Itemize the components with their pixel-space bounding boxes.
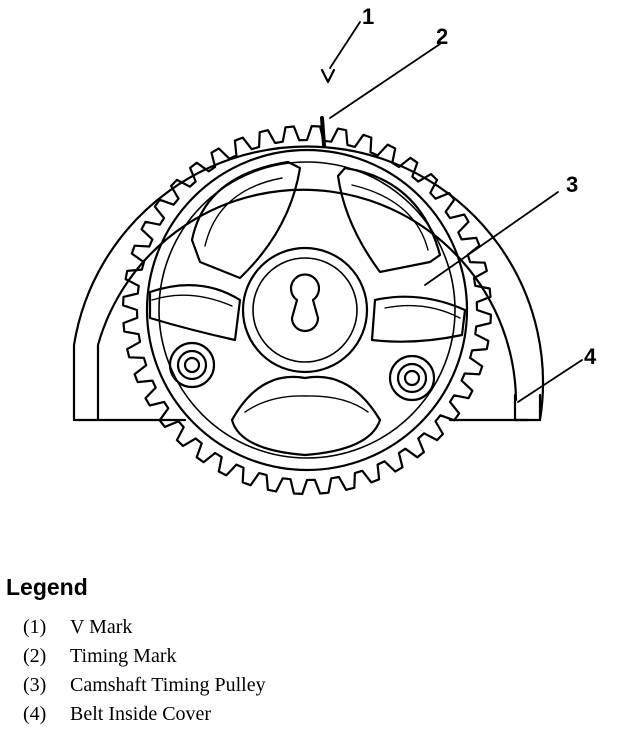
legend-item-number: (1) bbox=[23, 616, 47, 638]
pulley-hub bbox=[241, 246, 369, 374]
bolt-right bbox=[388, 354, 436, 402]
legend-item-number: (4) bbox=[23, 703, 47, 725]
legend-item-label: Camshaft Timing Pulley bbox=[70, 674, 266, 696]
timing-mark bbox=[320, 116, 326, 147]
legend-item-number: (3) bbox=[23, 674, 47, 696]
camshaft-pulley-diagram: 1 2 3 4 bbox=[72, 4, 597, 495]
pulley-openings bbox=[148, 160, 467, 457]
legend-item: (2) Timing Mark bbox=[23, 642, 626, 671]
legend-item-label: Belt Inside Cover bbox=[70, 703, 212, 725]
legend-item-label: V Mark bbox=[70, 616, 133, 638]
legend-item-number: (2) bbox=[23, 645, 47, 667]
legend-item-label: Timing Mark bbox=[70, 645, 177, 667]
leader-lines bbox=[329, 21, 583, 403]
legend-title: Legend bbox=[6, 574, 88, 600]
callout-2: 2 bbox=[436, 24, 448, 49]
belt-inside-cover bbox=[72, 68, 545, 422]
legend-item: (4) Belt Inside Cover bbox=[23, 700, 626, 729]
callout-1: 1 bbox=[362, 4, 374, 29]
legend-item: (3) Camshaft Timing Pulley bbox=[23, 671, 626, 700]
keyhole bbox=[289, 273, 321, 333]
pulley-rim bbox=[145, 148, 469, 472]
pulley-rim-inner bbox=[158, 161, 456, 459]
v-mark bbox=[320, 68, 336, 84]
legend: Legend (1) V Mark (2) Timing Mark (3) Camsh… bbox=[6, 574, 626, 729]
bolt-left bbox=[168, 341, 216, 389]
legend-list: (1) V Mark (2) Timing Mark (3) Camshaft Tim… bbox=[6, 613, 626, 729]
legend-item: (1) V Mark bbox=[23, 613, 626, 642]
pulley-teeth bbox=[122, 125, 492, 495]
callout-4: 4 bbox=[584, 344, 597, 369]
callout-3: 3 bbox=[566, 172, 578, 197]
